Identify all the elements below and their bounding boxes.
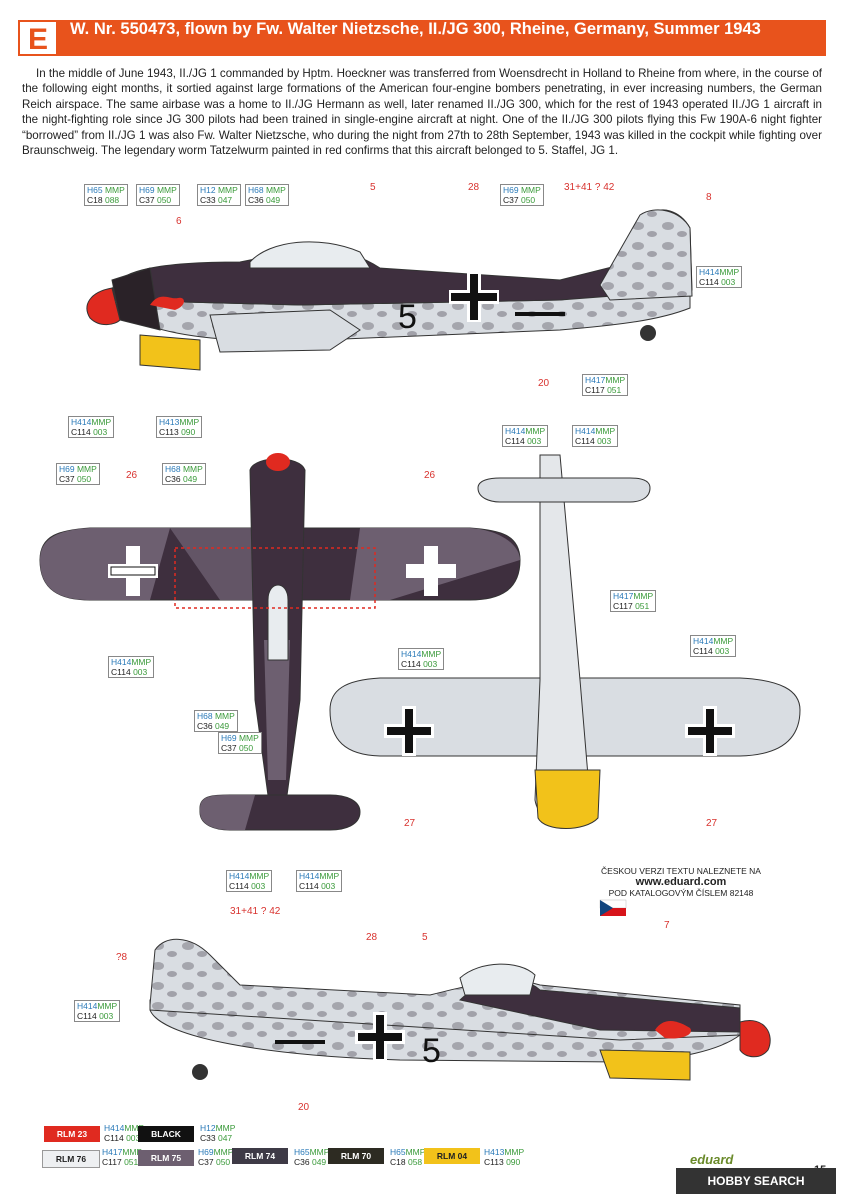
side-view-right (149, 938, 771, 1081)
callout-78: ?8 (116, 952, 128, 963)
callout-7: 7 (664, 920, 670, 931)
legend-swatch-rlm-23: RLM 23 (44, 1126, 100, 1142)
watermark: HOBBY SEARCH (676, 1168, 836, 1194)
callout-6: 6 (176, 216, 182, 227)
czech-line-2: POD KATALOGOVÝM ČÍSLEM 82148 (608, 888, 754, 898)
side-view-left (86, 209, 693, 371)
callout-8: 8 (706, 192, 712, 203)
bottom-planform-view (329, 454, 801, 829)
intro-text: In the middle of June 1943, II./JG 1 com… (22, 67, 822, 158)
czech-flag (599, 899, 627, 916)
czech-url[interactable]: www.eduard.com (635, 876, 727, 888)
profile-letter: E (18, 20, 58, 56)
callout-27-left: 27 (404, 818, 416, 829)
callout-20-2: 20 (298, 1102, 310, 1113)
legend-swatch-rlm-74: RLM 74 (232, 1148, 288, 1164)
page-header: E W. Nr. 550473, flown by Fw. Walter Nie… (18, 20, 826, 56)
callout-20: 20 (538, 378, 550, 389)
callout-5: 5 (370, 182, 376, 193)
eduard-logo: eduard (690, 1152, 734, 1167)
callout-28-2: 28 (366, 932, 378, 943)
side-code-number: 5 (398, 298, 417, 336)
czech-line-1: ČESKOU VERZI TEXTU NALEZNETE NA (601, 866, 761, 876)
callout-5-2: 5 (422, 932, 428, 943)
czech-version-note: ČESKOU VERZI TEXTU NALEZNETE NA www.edua… (596, 866, 766, 899)
callout-27-right: 27 (706, 818, 718, 829)
side-code-number-2: 5 (422, 1032, 441, 1070)
callout-26-left: 26 (126, 470, 138, 481)
legend-swatch-rlm-04: RLM 04 (424, 1148, 480, 1164)
legend-swatch-rlm-76: RLM 76 (42, 1150, 100, 1168)
callout-26-right: 26 (424, 470, 436, 481)
legend-swatch-rlm-75: RLM 75 (138, 1150, 194, 1166)
callout-stencil: 31+41 ? 42 (564, 182, 615, 193)
top-planform-view (39, 453, 521, 831)
legend-swatch-black: BLACK (138, 1126, 194, 1142)
callout-stencil-2: 31+41 ? 42 (230, 906, 281, 917)
legend-swatch-rlm-70: RLM 70 (328, 1148, 384, 1164)
callout-28: 28 (468, 182, 480, 193)
profile-title: W. Nr. 550473, flown by Fw. Walter Nietz… (70, 20, 761, 38)
